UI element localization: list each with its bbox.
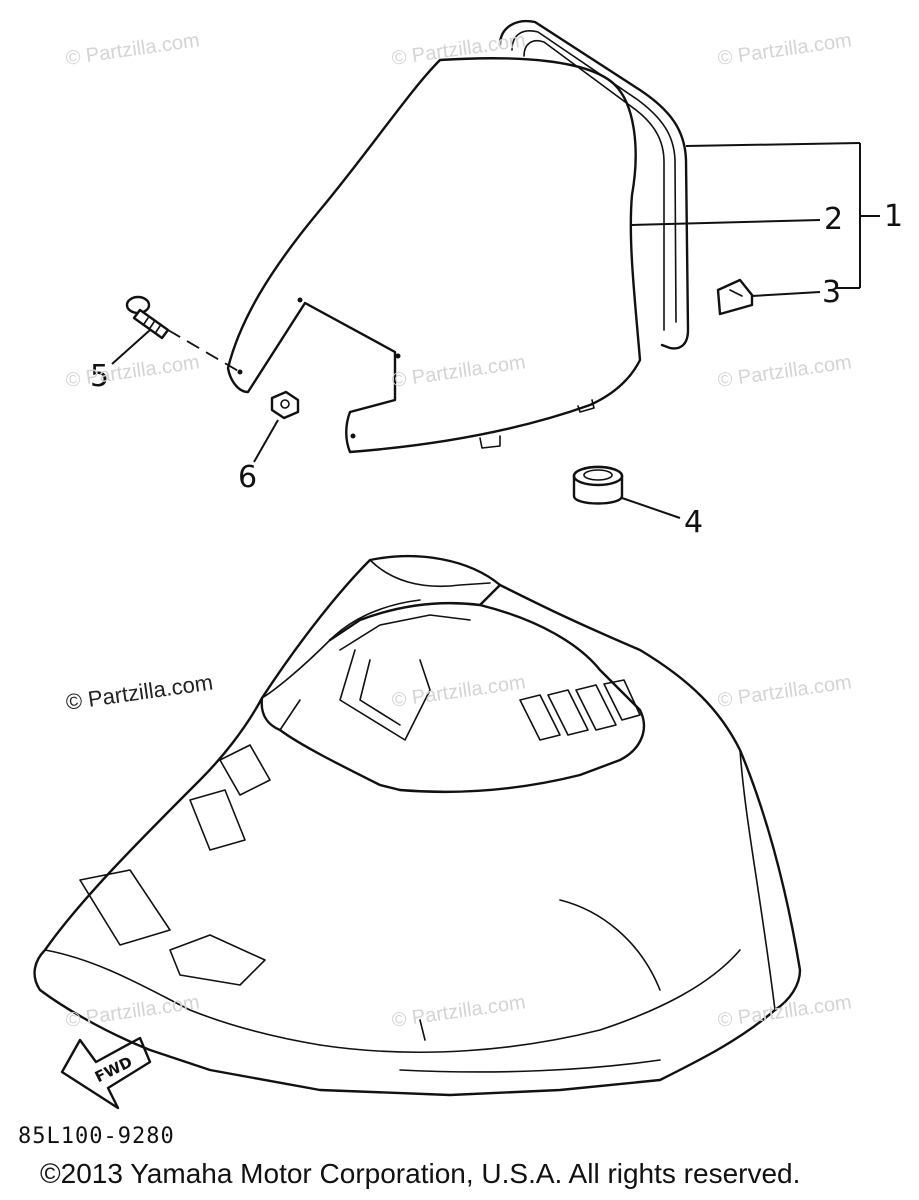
copyright-notice: ©2013 Yamaha Motor Corporation, U.S.A. A… bbox=[40, 1158, 801, 1189]
callout-1: 1 bbox=[884, 199, 904, 234]
engine-cowling-part bbox=[33, 554, 802, 1097]
cap-part bbox=[572, 465, 624, 505]
callout-3: 3 bbox=[822, 275, 842, 310]
callout-4: 4 bbox=[684, 505, 704, 540]
bolt-part bbox=[125, 295, 170, 340]
windshield-part bbox=[226, 57, 642, 454]
callout-5: 5 bbox=[90, 359, 110, 394]
leader-lines bbox=[111, 142, 880, 519]
nut-part bbox=[270, 390, 300, 420]
fwd-arrow bbox=[60, 1036, 152, 1110]
bolt-assembly-line bbox=[167, 329, 241, 373]
callout-6: 6 bbox=[238, 460, 258, 495]
drawing-code: 85L100-9280 bbox=[18, 1124, 175, 1149]
callout-2: 2 bbox=[824, 202, 844, 237]
windshield-trim-part bbox=[498, 19, 690, 350]
clip-part bbox=[716, 278, 754, 316]
